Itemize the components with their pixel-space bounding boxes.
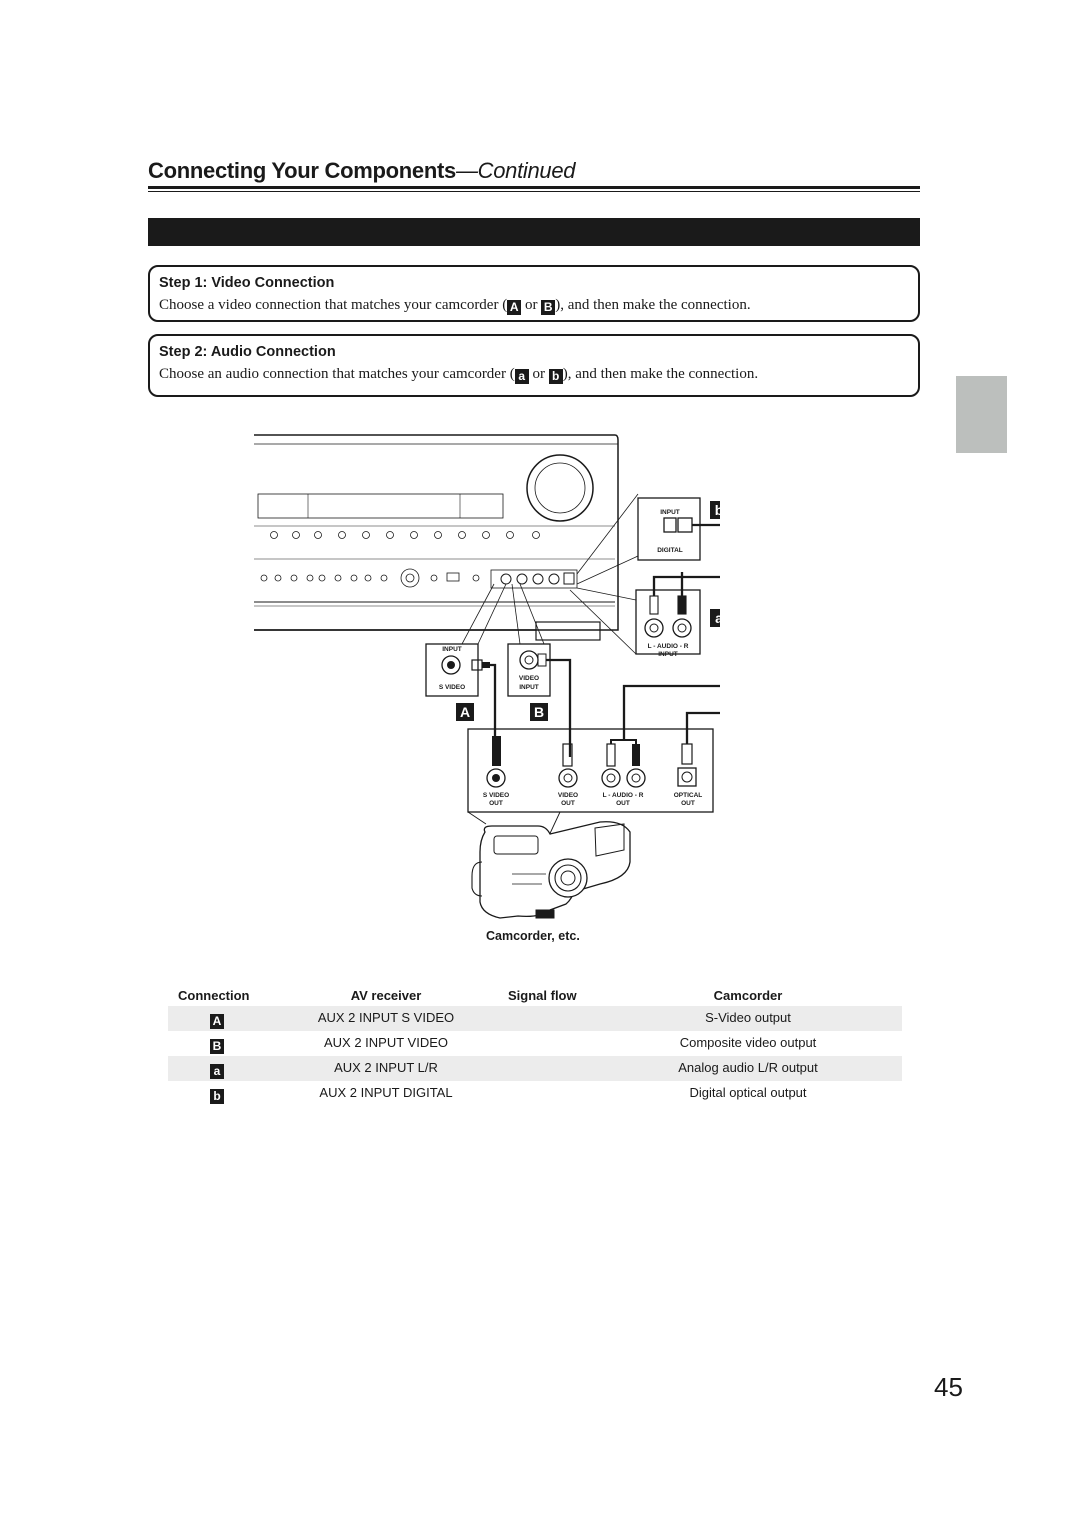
svideo-out-label-2: OUT [489,800,503,807]
digital-input-label: INPUT [660,509,680,516]
step-1-text: Choose a video connection that matches y… [159,297,751,315]
heading-rule [148,186,920,189]
row-connection: B [168,1036,268,1054]
step-1-text-before: Choose a video connection that matches y… [159,297,508,313]
row-connection: A [168,1011,268,1029]
diagram-marker-A: A [456,703,474,721]
receiver-illustration [254,434,619,641]
row-camcorder: S-Video output [705,1010,791,1025]
step-1-box: Step 1: Video Connection Choose a video … [148,265,920,322]
svideo-input-label: INPUT [442,646,462,653]
table-row: a AUX 2 INPUT L/R Analog audio L/R outpu… [168,1056,902,1081]
video-input-label: VIDEO [519,675,539,682]
diagram-marker-B: B [530,703,548,721]
marker-a: a [514,369,529,384]
video-input-label-2: INPUT [519,684,539,691]
heading-rule-thin [148,191,920,192]
step-2-text-after: ), and then make the connection. [562,366,759,382]
audio-out-label-2: OUT [616,800,630,807]
table-header: Connection AV receiver Signal flow Camco… [168,986,902,1006]
step-2-title: Step 2: Audio Connection [159,344,336,360]
step-2-text: Choose an audio connection that matches … [159,366,758,384]
row-receiver: AUX 2 INPUT L/R [334,1060,438,1075]
camcorder-illustration [471,821,631,919]
diagram-marker-a-label: a [715,610,720,626]
row-receiver: AUX 2 INPUT VIDEO [323,1035,448,1050]
row-camcorder: Analog audio L/R output [678,1060,818,1075]
svideo-input-label-2: S VIDEO [439,684,465,691]
diagram-marker-a: a [710,609,720,627]
step-2-box: Step 2: Audio Connection Choose an audio… [148,334,920,397]
step-2-text-before: Choose an audio connection that matches … [159,366,515,382]
page-number: 45 [934,1372,963,1402]
row-receiver: AUX 2 INPUT DIGITAL [319,1085,453,1100]
step-1-text-after: ), and then make the connection. [555,297,751,313]
header-av-receiver: AV receiver [350,988,422,1003]
audio-input-label: L - AUDIO - R [648,643,689,650]
table-row: b AUX 2 INPUT DIGITAL Digital optical ou… [168,1081,902,1106]
row-receiver: AUX 2 INPUT S VIDEO [317,1010,455,1025]
audio-input-label-2: INPUT [658,651,678,658]
header-connection: Connection [178,988,250,1003]
header-camcorder: Camcorder [713,988,783,1003]
camcorder-caption: Camcorder, etc. [486,929,580,943]
marker-B: B [541,300,556,315]
step-1-title: Step 1: Video Connection [159,275,335,291]
row-camcorder: Composite video output [679,1035,817,1050]
page-title-main: Connecting Your Components [148,158,456,183]
table-row: B AUX 2 INPUT VIDEO Composite video outp… [168,1031,902,1056]
digital-input-label-2: DIGITAL [657,547,683,554]
diagram-marker-B-label: B [534,704,544,720]
step-1-text-mid: or [521,297,542,313]
marker-b: b [548,369,563,384]
row-connection: a [168,1061,268,1079]
video-out-label-2: OUT [561,800,575,807]
diagram-marker-b: b [710,501,720,519]
audio-out-label: L - AUDIO - R [603,792,644,799]
row-marker: B [210,1039,224,1054]
row-camcorder: Digital optical output [689,1085,807,1100]
page-title: Connecting Your Components—Continued [148,158,576,184]
diagram-marker-b-label: b [715,502,720,518]
header-signal-flow: Signal flow [508,988,577,1003]
connection-diagram: INPUT S VIDEO VIDEO INPUT INPUT DIGITAL … [254,434,720,919]
step-2-text-mid: or [528,366,549,382]
diagram-marker-A-label: A [460,704,470,720]
row-connection: b [168,1086,268,1104]
marker-A: A [507,300,522,315]
optical-out-label: OPTICAL [674,792,703,799]
row-marker: b [210,1089,224,1104]
video-out-label: VIDEO [558,792,578,799]
row-marker: a [210,1064,224,1079]
connection-table: Connection AV receiver Signal flow Camco… [168,986,902,1106]
optical-out-label-2: OUT [681,800,695,807]
side-tab [956,376,1007,453]
section-bar [148,218,920,246]
svideo-out-label: S VIDEO [483,792,509,799]
table-row: A AUX 2 INPUT S VIDEO S-Video output [168,1006,902,1031]
page-title-suffix: —Continued [455,158,576,183]
row-marker: A [210,1014,224,1029]
